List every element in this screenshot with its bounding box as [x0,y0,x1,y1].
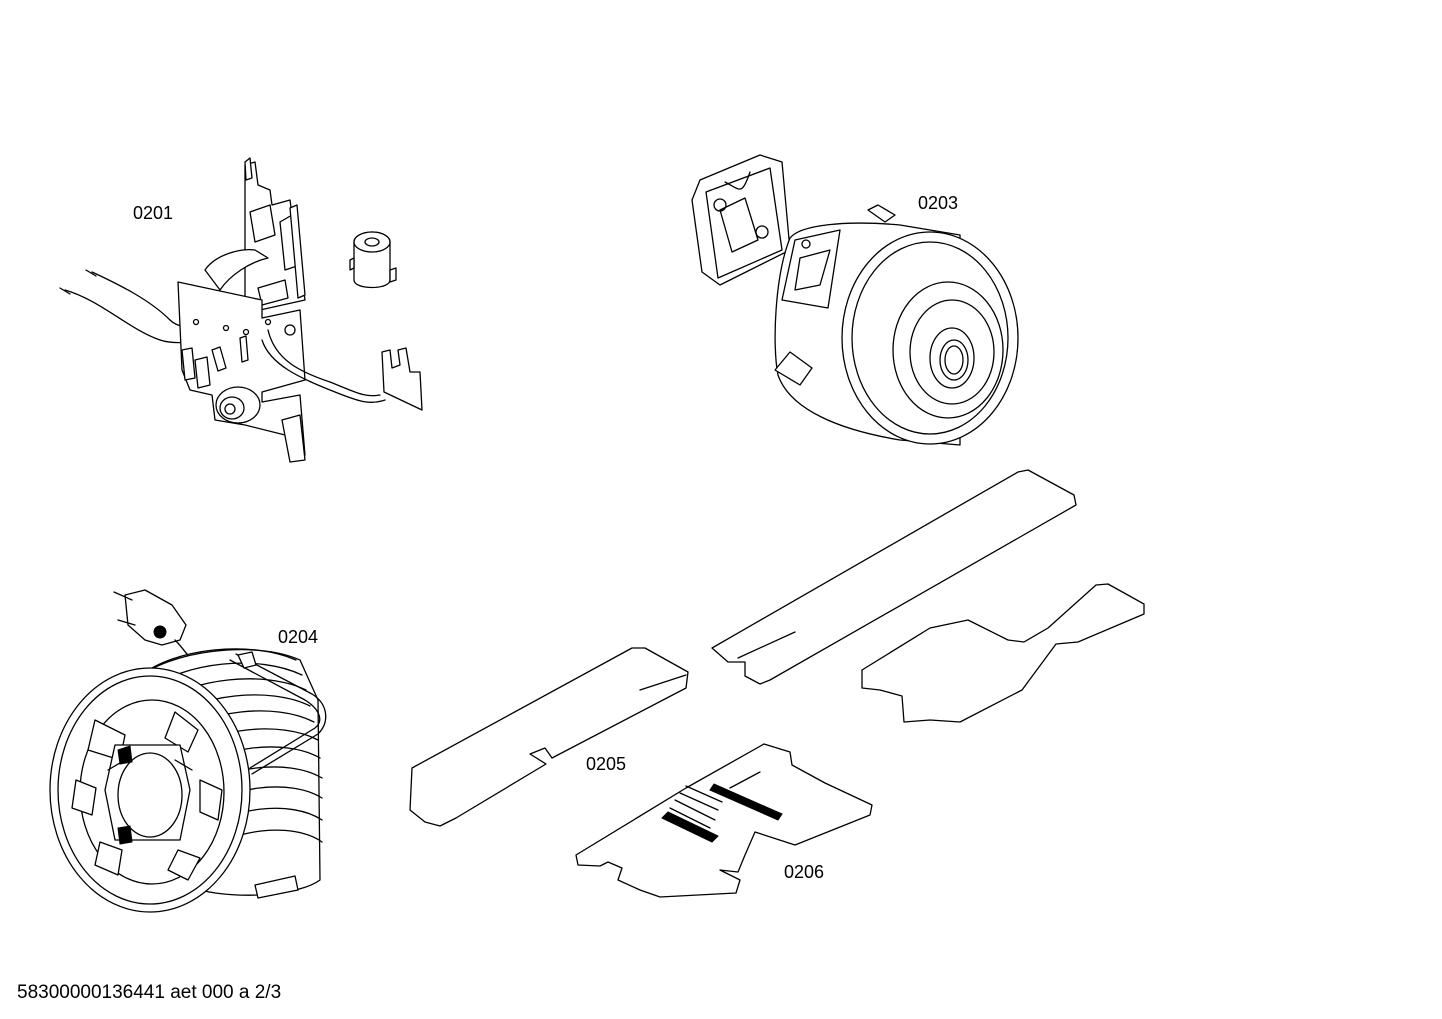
part-label-0201: 0201 [133,203,174,223]
foam-strip-icon [409,469,1145,827]
cable-reel-icon [49,589,327,913]
electronic-board-icon [59,157,423,463]
part-label-0203: 0203 [918,193,959,213]
part-label-0205: 0205 [586,754,627,774]
part-label-0204: 0204 [278,627,319,647]
part-label-0206: 0206 [784,862,825,882]
filter-pad-icon [575,743,873,898]
document-code: 58300000136441 aet 000 a 2/3 [17,982,282,1003]
motor-icon [691,154,1019,446]
